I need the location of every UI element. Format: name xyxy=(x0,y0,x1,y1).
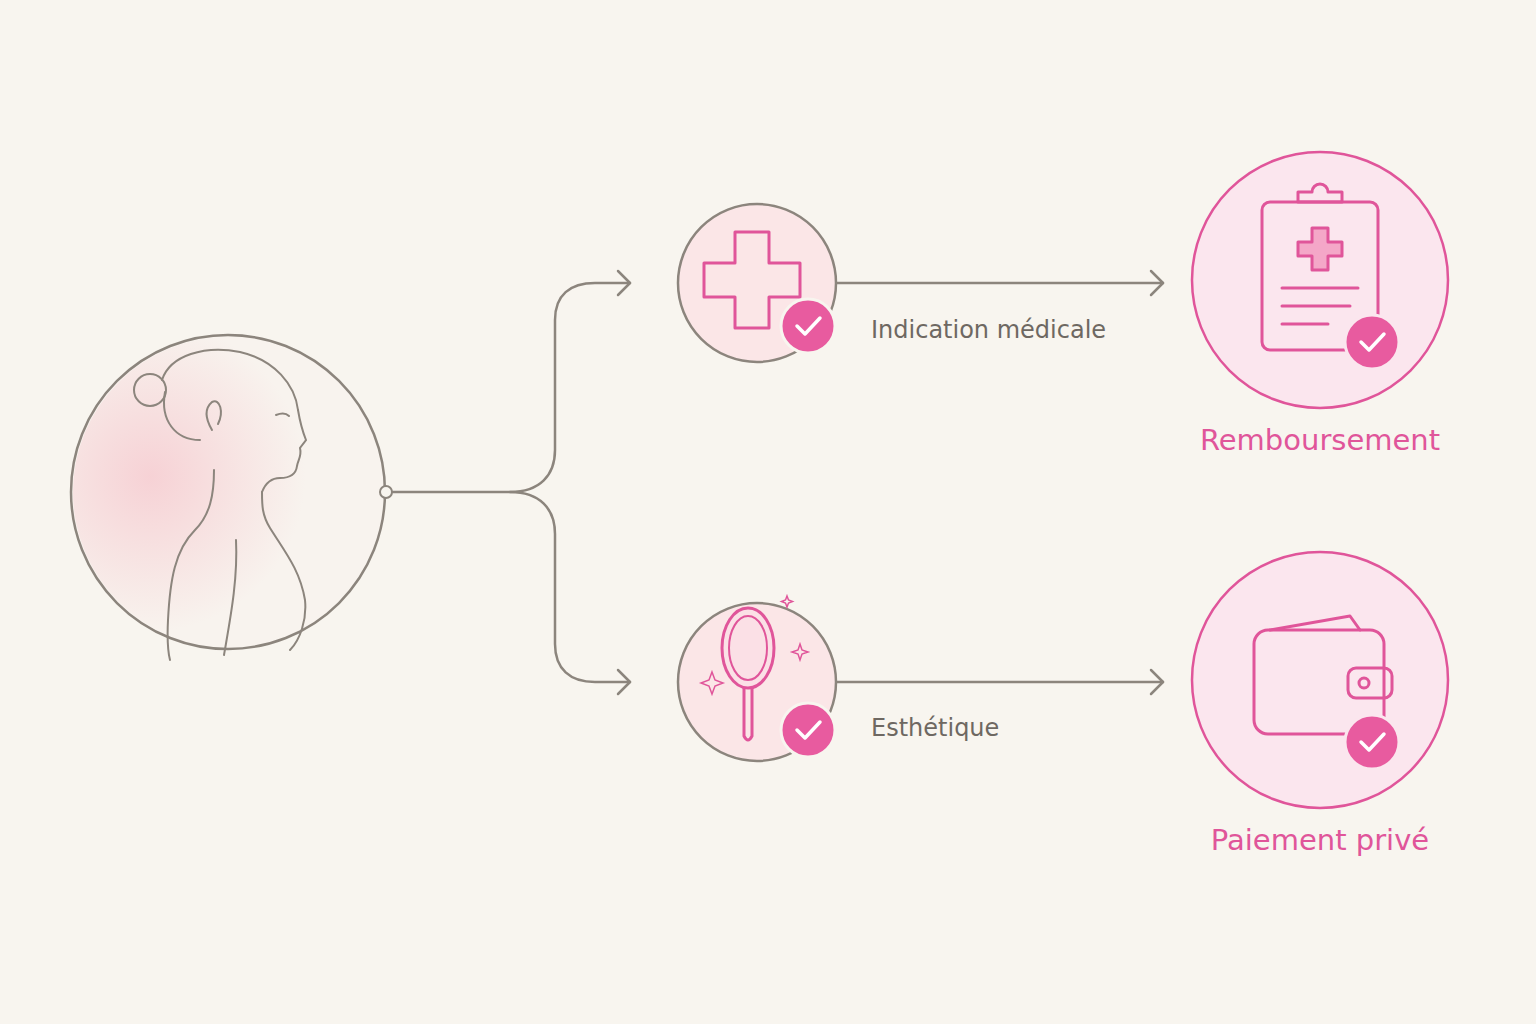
outcome-circle: Paiement privé xyxy=(1188,548,1452,880)
woman-illustration xyxy=(71,335,385,660)
medical-cross-icon xyxy=(678,204,836,362)
outcome-circle: Remboursement xyxy=(1188,148,1452,480)
outcome-circle-shape xyxy=(1188,548,1452,812)
outcome-circle-shape xyxy=(1188,148,1452,412)
outcome-label: Paiement privé xyxy=(1211,823,1429,857)
junction-dot xyxy=(380,486,392,498)
mirror-icon xyxy=(678,596,836,761)
branch-label: Esthétique xyxy=(868,714,1002,742)
branch-label: Indication médicale xyxy=(868,316,1109,344)
outcome-label: Remboursement xyxy=(1200,423,1440,457)
